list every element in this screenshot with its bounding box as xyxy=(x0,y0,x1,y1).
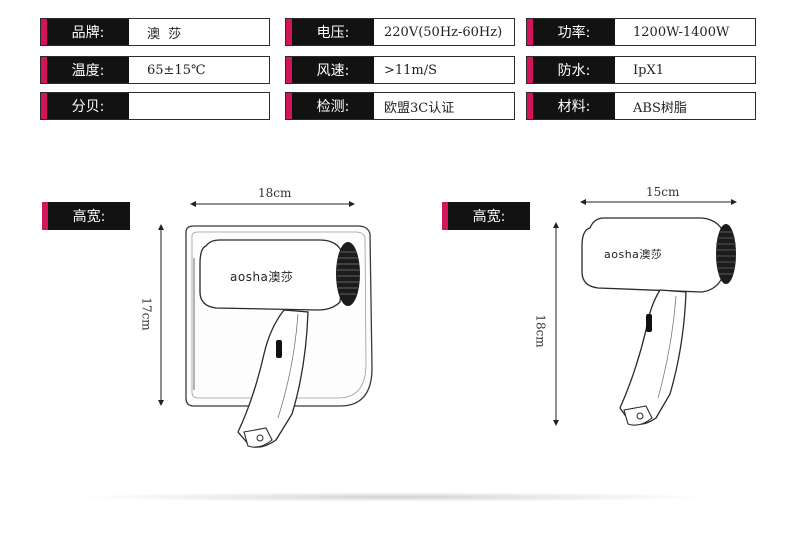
left-width-label: 18cm xyxy=(258,186,292,200)
spec-power: 功率: 1200W-1400W xyxy=(526,18,756,46)
spec-decibel: 分贝: xyxy=(40,92,270,120)
spec-voltage: 电压: 220V(50Hz-60Hz) xyxy=(285,18,515,46)
spec-label: 分贝: xyxy=(41,93,129,119)
floor-shadow xyxy=(80,492,710,502)
left-hair-dryer-illustration xyxy=(185,225,373,448)
right-hair-dryer-illustration xyxy=(581,217,736,426)
spec-value: 220V(50Hz-60Hz) xyxy=(384,24,503,40)
spec-value: 欧盟3C认证 xyxy=(384,100,455,116)
spec-label: 温度: xyxy=(41,57,129,83)
spec-label: 功率: xyxy=(527,19,615,45)
spec-label: 品牌: xyxy=(41,19,129,45)
left-brand-logo: aosha澳莎 xyxy=(230,270,294,284)
spec-label: 风速: xyxy=(286,57,374,83)
spec-value: 65±15℃ xyxy=(147,62,206,78)
spec-value: >11m/S xyxy=(384,62,438,78)
spec-value: ABS树脂 xyxy=(633,100,687,116)
spec-material: 材料: ABS树脂 xyxy=(526,92,756,120)
spec-temperature: 温度: 65±15℃ xyxy=(40,56,270,84)
spec-value: 1200W-1400W xyxy=(633,24,730,40)
spec-brand: 品牌: 澳 莎 xyxy=(40,18,270,46)
spec-label: 防水: xyxy=(527,57,615,83)
right-brand-logo: aosha澳莎 xyxy=(604,248,663,261)
right-height-label: 18cm xyxy=(533,314,548,348)
spec-value: 澳 莎 xyxy=(147,26,182,42)
spec-label: 材料: xyxy=(527,93,615,119)
right-width-label: 15cm xyxy=(646,185,680,199)
spec-certification: 检测: 欧盟3C认证 xyxy=(285,92,515,120)
spec-value: IpX1 xyxy=(633,62,664,78)
spec-label: 检测: xyxy=(286,93,374,119)
spec-waterproof: 防水: IpX1 xyxy=(526,56,756,84)
left-dimension-tag: 高宽: xyxy=(42,202,130,230)
right-dimension-tag: 高宽: xyxy=(442,202,530,230)
spec-label: 电压: xyxy=(286,19,374,45)
spec-wind-speed: 风速: >11m/S xyxy=(285,56,515,84)
